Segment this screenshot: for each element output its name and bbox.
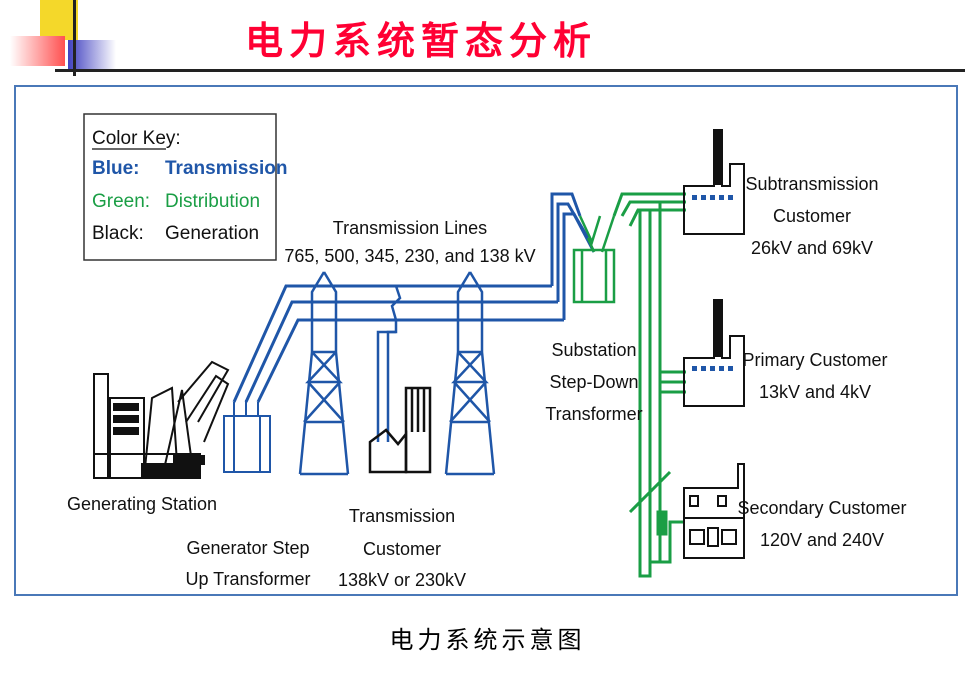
deco-bar-vertical bbox=[73, 0, 76, 76]
substation-transformer bbox=[572, 215, 616, 304]
title-underline bbox=[55, 69, 965, 72]
transmission-customer-factory bbox=[368, 386, 432, 474]
trans-customer-label-2: Customer bbox=[363, 539, 441, 559]
page-title: 电力系统暂态分析 bbox=[245, 18, 598, 63]
generating-station-label: Generating Station bbox=[67, 494, 217, 514]
transmission-customer-feed bbox=[376, 285, 402, 442]
figure-caption: 电力系统示意图 bbox=[389, 626, 586, 654]
deco-block-yellow bbox=[40, 0, 78, 40]
primary-label-2: 13kV and 4kV bbox=[759, 382, 871, 402]
transmission-tower-2 bbox=[444, 271, 496, 476]
key-blue-meaning: Transmission bbox=[165, 158, 288, 179]
deco-block-red bbox=[10, 36, 65, 66]
substation-label-1: Substation bbox=[551, 340, 636, 360]
key-blue-name: Blue: bbox=[92, 158, 140, 179]
diagram-frame: Color Key: Blue: Transmission Green: Dis… bbox=[14, 85, 958, 596]
primary-label-1: Primary Customer bbox=[742, 350, 887, 370]
subtrans-label-1: Subtransmission bbox=[745, 174, 878, 194]
distribution-lines bbox=[612, 192, 686, 578]
substation-label-3: Transformer bbox=[545, 404, 642, 424]
subtrans-label-2: Customer bbox=[773, 206, 851, 226]
transmission-voltages-label: 765, 500, 345, 230, and 138 kV bbox=[284, 246, 535, 266]
trans-customer-label-3: 138kV or 230kV bbox=[338, 570, 466, 590]
trans-customer-label-1: Transmission bbox=[349, 506, 455, 526]
transmission-lines bbox=[232, 192, 596, 403]
generating-station bbox=[93, 360, 230, 479]
primary-customer-building bbox=[683, 299, 745, 407]
generator-transformer bbox=[223, 400, 271, 473]
secondary-customer-house bbox=[683, 463, 745, 559]
substation-label-2: Step-Down bbox=[549, 372, 638, 392]
deco-block-blue bbox=[68, 40, 116, 70]
transmission-tower-1 bbox=[298, 271, 350, 476]
color-key: Color Key: Blue: Transmission Green: Dis… bbox=[83, 113, 288, 261]
color-key-heading: Color Key: bbox=[92, 128, 181, 149]
key-black-name: Black: bbox=[92, 223, 144, 244]
transmission-lines-label: Transmission Lines bbox=[333, 218, 487, 238]
key-green-meaning: Distribution bbox=[165, 191, 260, 212]
secondary-label-1: Secondary Customer bbox=[737, 498, 906, 518]
gen-transformer-label-1: Generator Step bbox=[186, 538, 309, 558]
subtransmission-customer-building bbox=[683, 129, 745, 235]
secondary-label-2: 120V and 240V bbox=[760, 530, 884, 550]
subtrans-label-3: 26kV and 69kV bbox=[751, 238, 873, 258]
key-green-name: Green: bbox=[92, 191, 150, 212]
power-system-diagram: Color Key: Blue: Transmission Green: Dis… bbox=[67, 113, 907, 590]
key-black-meaning: Generation bbox=[165, 223, 259, 244]
gen-transformer-label-2: Up Transformer bbox=[185, 569, 310, 589]
